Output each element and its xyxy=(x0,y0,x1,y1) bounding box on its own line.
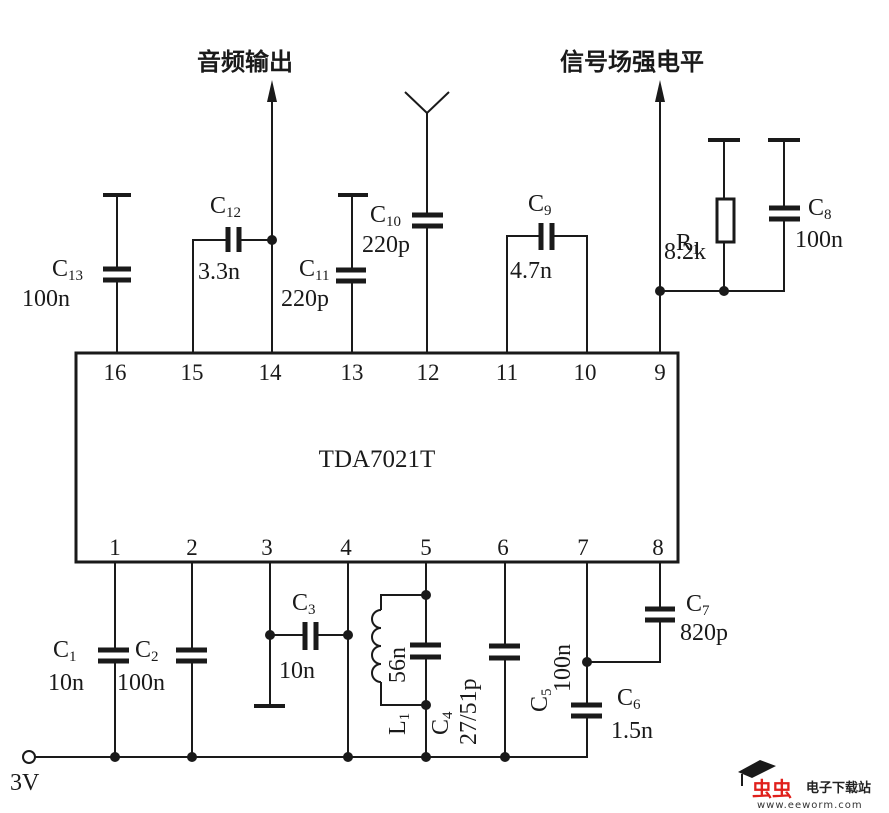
c12-value: 3.3n xyxy=(198,259,240,285)
pin-1-label: 1 xyxy=(109,535,121,560)
supply-voltage-label: 3V xyxy=(10,770,40,796)
c12-ref: C12 xyxy=(210,193,241,221)
pin-5-label: 5 xyxy=(420,535,432,560)
ic-body xyxy=(74,351,680,564)
c3-ref: C3 xyxy=(292,590,316,618)
audio-output-line xyxy=(267,80,277,353)
c1-ref: C1 xyxy=(53,637,77,665)
pin-11-label: 11 xyxy=(496,360,518,385)
c7-value: 820p xyxy=(680,620,728,646)
c2-capacitor: C2 100n xyxy=(117,562,207,757)
c6-ref: C6 xyxy=(617,685,641,713)
c5-value: 100n xyxy=(550,644,576,692)
c8-ref: C8 xyxy=(808,195,832,223)
c9-capacitor: C9 4.7n xyxy=(506,191,588,353)
c8-capacitor: C8 100n xyxy=(768,138,843,291)
r1-resistor: R1 8.2k xyxy=(664,138,740,296)
ic-tda7021t: TDA7021T 16 15 14 13 12 11 10 9 1 2 3 4 … xyxy=(74,351,680,564)
pin-4-label: 4 xyxy=(340,535,352,560)
signal-level-arrow-icon xyxy=(655,80,665,102)
r1-ref: R1 xyxy=(676,230,700,258)
audio-output-arrow-icon xyxy=(267,80,277,102)
pin-6-label: 6 xyxy=(497,535,509,560)
c5-capacitor: C5 100n xyxy=(489,562,576,757)
c10-value: 220p xyxy=(362,232,410,258)
r1-value: 8.2k xyxy=(664,239,706,265)
signal-level-title: 信号场强电平 xyxy=(560,48,704,76)
l1-ref: L1 xyxy=(385,713,413,735)
pin-16-label: 16 xyxy=(104,360,127,385)
signal-level-line xyxy=(655,80,785,353)
c2-ref: C2 xyxy=(135,637,159,665)
c13-value: 100n xyxy=(22,286,70,312)
c13-ref: C13 xyxy=(52,256,83,284)
ic-part-number: TDA7021T xyxy=(319,446,436,473)
pin-15-label: 15 xyxy=(181,360,204,385)
watermark-site-name: 电子下载站 xyxy=(806,780,871,796)
l1-c4-tank: 56n L1 C4 27/51p xyxy=(371,562,482,757)
c7-capacitor: C7 820p xyxy=(587,562,728,663)
c11-ref: C11 xyxy=(299,256,329,284)
c9-value: 4.7n xyxy=(510,258,552,284)
pin-9-label: 9 xyxy=(654,360,666,385)
audio-output-title: 音频输出 xyxy=(197,48,293,76)
c6-value: 1.5n xyxy=(611,718,653,744)
watermark: 虫虫 电子下载站 www.eeworm.com xyxy=(738,760,871,811)
graduation-cap-icon xyxy=(738,760,776,786)
c4-ref: C4 xyxy=(428,711,456,735)
watermark-url: www.eeworm.com xyxy=(757,800,863,811)
junction-dot xyxy=(719,286,729,296)
c5-ref: C5 xyxy=(527,688,555,712)
pin-7-label: 7 xyxy=(577,535,589,560)
c8-value: 100n xyxy=(795,227,843,253)
l1-inductor xyxy=(371,594,426,706)
antenna-icon xyxy=(404,91,450,115)
pin-10-label: 10 xyxy=(574,360,597,385)
c3-capacitor: C3 10n xyxy=(254,562,353,757)
c1-value: 10n xyxy=(48,670,84,696)
r1-body xyxy=(715,197,736,244)
pin-2-label: 2 xyxy=(186,535,198,560)
watermark-logo: 虫虫 xyxy=(752,777,792,801)
pin-8-label: 8 xyxy=(652,535,664,560)
pin-14-label: 14 xyxy=(259,360,283,385)
c10-capacitor: C10 220p xyxy=(362,113,443,353)
c7-ref: C7 xyxy=(686,591,710,619)
c1-capacitor: C1 10n xyxy=(48,562,129,757)
pin-13-label: 13 xyxy=(341,360,364,385)
pin-12-label: 12 xyxy=(417,360,440,385)
c4-value: 27/51p xyxy=(456,678,482,745)
c6-capacitor: C6 1.5n xyxy=(505,562,653,758)
supply-terminal-icon[interactable] xyxy=(22,750,36,764)
c3-value: 10n xyxy=(279,658,315,684)
l1-value: 56n xyxy=(385,647,411,683)
c9-ref: C9 xyxy=(528,191,552,219)
pin-3-label: 3 xyxy=(261,535,273,560)
c12-capacitor: C12 3.3n xyxy=(192,193,277,353)
c10-ref: C10 xyxy=(370,202,401,230)
c13-capacitor: C13 100n xyxy=(22,193,131,353)
c11-value: 220p xyxy=(281,286,329,312)
c11-capacitor: C11 220p xyxy=(281,193,368,353)
supply-rail: 3V xyxy=(10,750,587,796)
c2-value: 100n xyxy=(117,670,165,696)
